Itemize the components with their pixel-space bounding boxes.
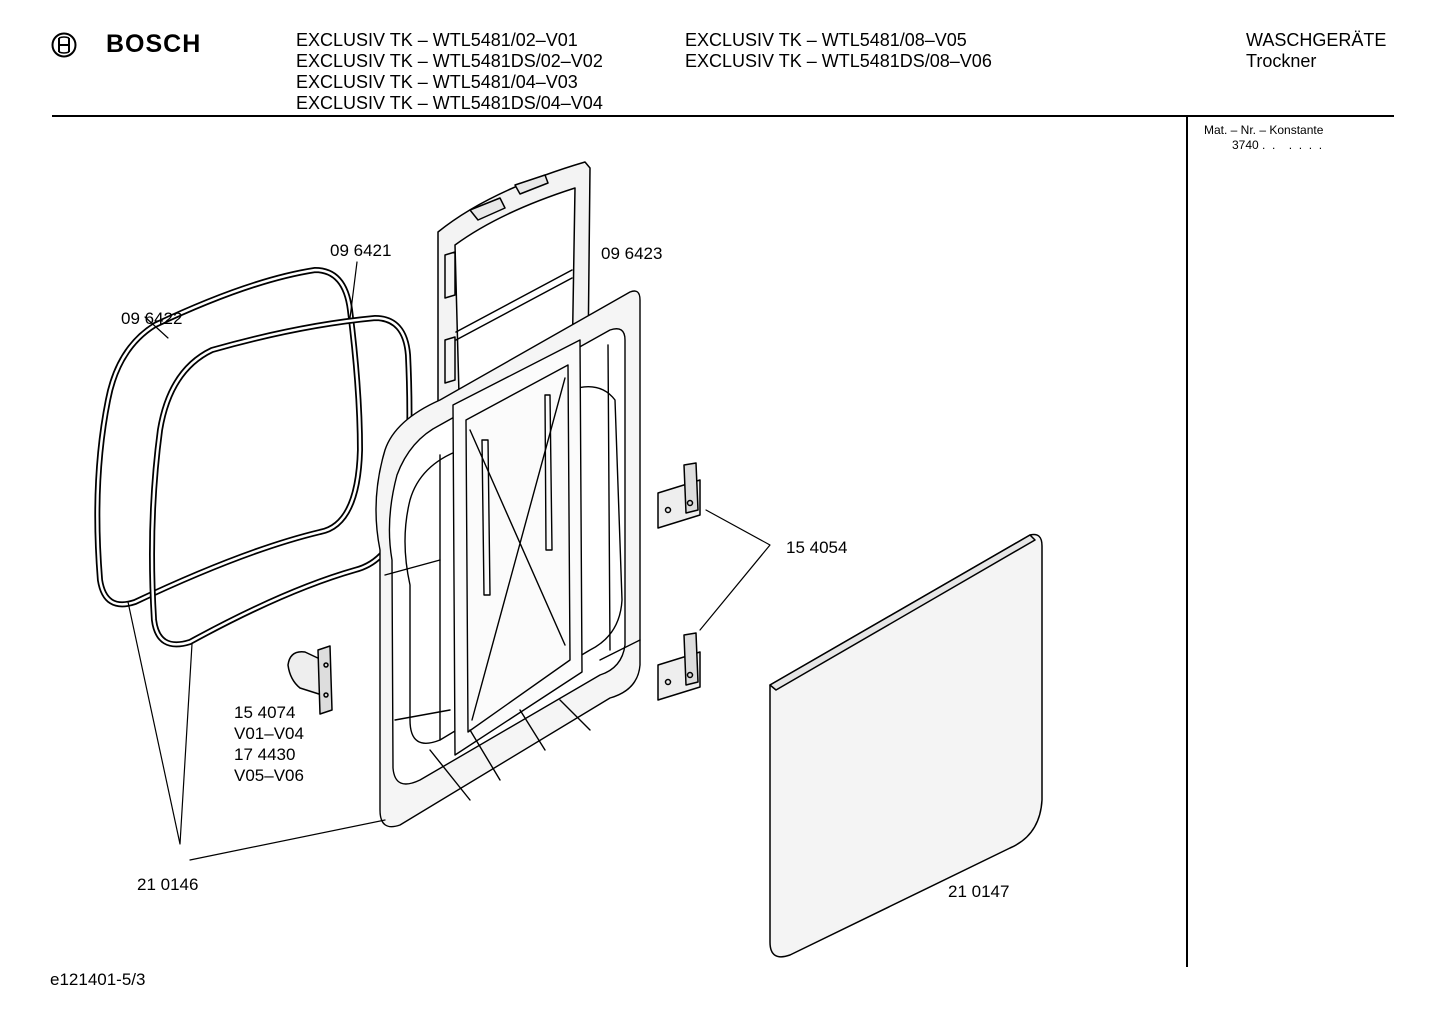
door-panel xyxy=(769,533,1043,958)
category-block: WASCHGERÄTE Trockner xyxy=(1246,30,1386,72)
bosch-armature-icon xyxy=(51,32,77,58)
material-number-value: 3740 . . . . . . xyxy=(1232,138,1323,152)
exploded-diagram xyxy=(94,161,1043,958)
door-seal-outer xyxy=(94,267,363,608)
variant-label-v01-v04: V01–V04 xyxy=(234,724,304,743)
part-label-096422: 09 6422 xyxy=(121,309,183,328)
model-item: EXCLUSIV TK – WTL5481/08–V05 xyxy=(685,30,967,50)
material-number-label: Mat. – Nr. – Konstante xyxy=(1204,123,1324,137)
model-list-1: EXCLUSIV TK – WTL5481/02–V01 EXCLUSIV TK… xyxy=(296,30,603,114)
model-item: EXCLUSIV TK – WTL5481DS/04–V04 xyxy=(296,93,603,113)
part-label-096423: 09 6423 xyxy=(601,244,663,263)
door-seal-inner xyxy=(149,315,413,648)
header-rule xyxy=(52,115,1394,117)
part-label-096421: 09 6421 xyxy=(330,241,392,260)
brand-name: BOSCH xyxy=(106,30,202,58)
model-item: EXCLUSIV TK – WTL5481DS/02–V02 xyxy=(296,51,603,71)
model-item: EXCLUSIV TK – WTL5481/04–V03 xyxy=(296,72,578,92)
category-subtitle: Trockner xyxy=(1246,51,1317,71)
variant-label-v05-v06: V05–V06 xyxy=(234,766,304,785)
part-label-174430: 17 4430 xyxy=(234,745,296,764)
model-item: EXCLUSIV TK – WTL5481DS/08–V06 xyxy=(685,51,992,71)
door-hinge-top xyxy=(657,462,701,529)
sidebar-divider xyxy=(1186,116,1188,967)
door-catch xyxy=(287,645,333,715)
document-id: e121401-5/3 xyxy=(50,970,146,989)
door-inner-frame xyxy=(375,290,641,828)
category-title: WASCHGERÄTE xyxy=(1246,30,1387,50)
bosch-logo: BOSCH xyxy=(50,30,200,60)
door-hinge-bottom xyxy=(657,632,701,701)
part-label-154054: 15 4054 xyxy=(786,538,848,557)
model-list-2: EXCLUSIV TK – WTL5481/08–V05 EXCLUSIV TK… xyxy=(685,30,992,72)
model-item: EXCLUSIV TK – WTL5481/02–V01 xyxy=(296,30,578,50)
part-label-210147: 21 0147 xyxy=(948,882,1010,901)
part-label-210146: 21 0146 xyxy=(137,875,199,894)
part-label-154074: 15 4074 xyxy=(234,703,296,722)
leader-lines xyxy=(127,261,771,861)
